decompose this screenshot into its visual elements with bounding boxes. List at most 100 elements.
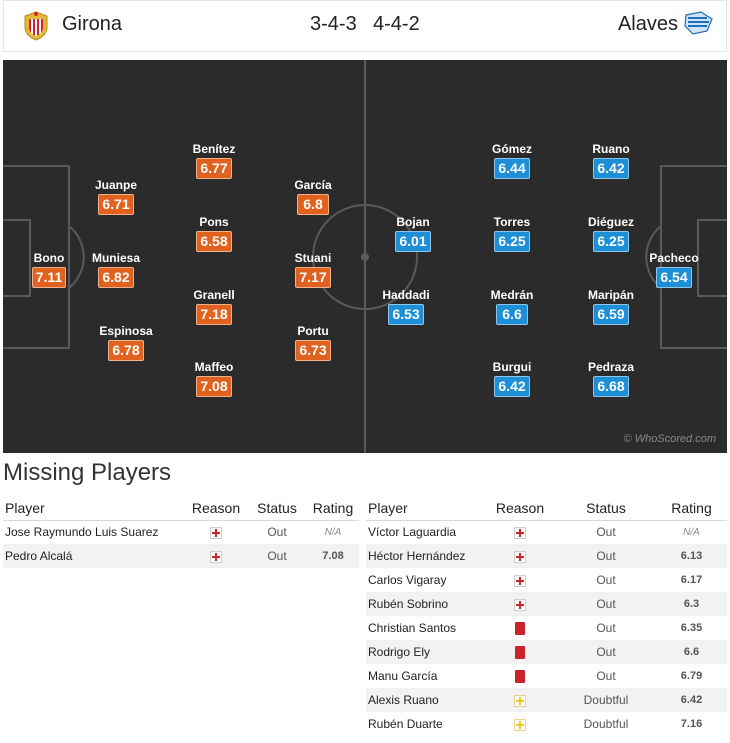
player-name: Juanpe [94,178,137,192]
player-rating: 6.73 [295,340,331,361]
header-rating[interactable]: Rating [656,496,727,521]
missing-player-rating: N/A [324,526,342,538]
injury-icon[interactable] [514,527,526,540]
missing-player-name[interactable]: Pedro Alcalá [3,544,185,568]
player-haddadi[interactable]: Haddadi 6.53 [366,288,446,325]
missing-player-rating: N/A [683,526,700,538]
missing-player-name[interactable]: Alexis Ruano [366,688,484,712]
player-name: Maffeo [194,360,234,374]
doubtful-icon[interactable] [514,694,526,707]
player-burgui[interactable]: Burgui 6.42 [472,360,552,397]
missing-player-reason [185,520,247,544]
injury-icon[interactable] [210,550,222,563]
missing-player-rating: 6.17 [680,574,703,586]
doubtful-icon[interactable] [514,718,526,731]
missing-player-name[interactable]: Rubén Duarte [368,717,443,731]
player-granell[interactable]: Granell 7.18 [174,288,254,325]
player-rating: 6.42 [593,158,629,179]
missing-player-rating: 6.79 [680,670,703,682]
player-stuani[interactable]: Stuani 7.17 [273,251,353,288]
missing-player-reason [484,640,556,664]
player-name: Benítez [192,142,236,156]
home-formation: 3-4-3 [310,13,357,35]
player-maffeo[interactable]: Maffeo 7.08 [174,360,254,397]
player-name: Gómez [491,142,532,156]
player-espinosa[interactable]: Espinosa 6.78 [86,324,166,361]
player-bojan[interactable]: Bojan 6.01 [373,215,453,252]
missing-player-reason [484,568,556,592]
missing-player-name[interactable]: Rodrigo Ely [366,640,484,664]
missing-player-reason [484,616,556,640]
player-gomez[interactable]: Gómez 6.44 [472,142,552,179]
player-pedraza[interactable]: Pedraza 6.68 [571,360,651,397]
missing-player-name[interactable]: Víctor Laguardia [368,525,457,540]
player-rating: 6.59 [593,304,629,325]
watermark: © WhoScored.com [623,433,716,445]
player-pacheco[interactable]: Pacheco 6.54 [634,251,714,288]
injury-icon[interactable] [514,598,526,611]
player-torres[interactable]: Torres 6.25 [472,215,552,252]
home-missing-table: Player Reason Status Rating Jose Raymund… [3,496,359,568]
pitch-markings [3,60,727,453]
injury-icon[interactable] [514,550,526,563]
missing-player-reason [484,688,556,712]
player-medran[interactable]: Medrán 6.6 [472,288,552,325]
missing-player-rating: 6.6 [656,640,727,664]
player-rating: 6.53 [388,304,424,325]
player-ruano[interactable]: Ruano 6.42 [571,142,651,179]
player-rating: 6.25 [593,231,629,252]
missing-player-reason [484,664,556,688]
missing-player-name[interactable]: Carlos Vigaray [368,573,447,587]
player-name: Torres [493,215,531,229]
home-team-name[interactable]: Girona [62,13,123,35]
away-missing-table: Player Reason Status Rating Víctor Lagua… [366,496,727,736]
missing-player-reason [185,544,247,568]
player-juanpe[interactable]: Juanpe 6.71 [76,178,156,215]
player-name: Burgui [492,360,532,374]
missing-player-status: Out [556,640,656,664]
header-player[interactable]: Player [366,496,484,521]
missing-player-rating: 7.16 [680,718,703,730]
player-name: Espinosa [99,324,153,338]
missing-player-name[interactable]: Christian Santos [368,621,457,635]
player-rating: 7.11 [31,267,67,288]
player-name: Pedraza [587,360,635,374]
header-reason[interactable]: Reason [185,496,247,521]
away-team-name[interactable]: Alaves [617,13,678,35]
header-status[interactable]: Status [556,496,656,521]
player-muniesa[interactable]: Muniesa 6.82 [76,251,156,288]
player-garcia[interactable]: García 6.8 [273,178,353,215]
missing-player-name[interactable]: Manu García [368,669,438,683]
injury-icon[interactable] [514,574,526,587]
player-rating: 6.44 [494,158,530,179]
player-name: Granell [193,288,235,302]
player-dieguez[interactable]: Diéguez 6.25 [571,215,651,252]
player-portu[interactable]: Portu 6.73 [273,324,353,361]
missing-player-name[interactable]: Héctor Hernández [366,544,484,568]
header-status[interactable]: Status [247,496,307,521]
missing-player-name[interactable]: Rubén Sobrino [366,592,484,616]
header-reason[interactable]: Reason [484,496,556,521]
red-card-icon[interactable] [515,622,525,636]
player-name: Medrán [490,288,534,302]
player-pons[interactable]: Pons 6.58 [174,215,254,252]
alaves-crest-icon[interactable] [683,9,715,37]
red-card-icon[interactable] [515,646,525,660]
player-benitez[interactable]: Benítez 6.77 [174,142,254,179]
player-rating: 6.8 [297,194,329,215]
girona-crest-icon[interactable] [21,10,51,42]
red-card-icon[interactable] [515,670,525,684]
header-player[interactable]: Player [3,496,185,521]
missing-player-status: Out [596,621,616,635]
missing-player-status: Out [267,525,287,540]
player-bono[interactable]: Bono 7.11 [9,251,89,288]
injury-icon[interactable] [210,527,222,540]
missing-player-name[interactable]: Jose Raymundo Luis Suarez [5,525,159,540]
formation-pitch: Bono 7.11 Juanpe 6.71 Muniesa 6.82 Espin… [3,60,727,453]
player-maripan[interactable]: Maripán 6.59 [571,288,651,325]
header-rating[interactable]: Rating [307,496,359,521]
